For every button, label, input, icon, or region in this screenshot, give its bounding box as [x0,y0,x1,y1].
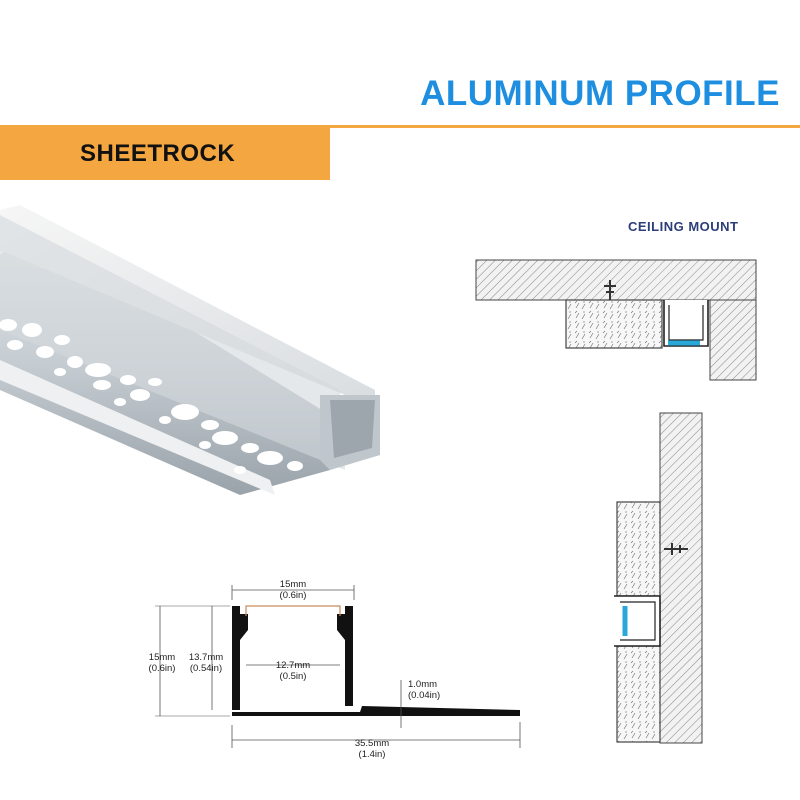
dim-inner-height-mm: 13.7mm [189,652,223,663]
dim-total-width-in: (1.4in) [359,749,386,760]
ceiling-mount-diagram [475,259,757,381]
cross-section-drawing [155,585,521,748]
orange-divider [0,125,800,128]
dim-thickness-in: (0.04in) [408,690,440,701]
page-title: ALUMINUM PROFILE [420,74,780,113]
ceiling-mount-label: CEILING MOUNT [628,219,739,234]
dim-height-mm: 15mm [149,652,175,663]
dim-inner-width-in: (0.5in) [280,671,307,682]
dim-thickness-mm: 1.0mm [408,679,437,690]
dim-inner-height-in: (0.54in) [190,663,222,674]
perforation-holes [0,319,303,474]
category-tag-label: SHEETROCK [80,140,236,167]
dim-height-in: (0.6in) [149,663,176,674]
category-tag: SHEETROCK [0,128,330,180]
dim-total-width-mm: 35.5mm [355,738,389,749]
dim-top-width-mm: 15mm [280,579,306,590]
wall-mount-diagram [614,412,703,744]
profile-3d-render [0,205,380,495]
dim-inner-width-mm: 12.7mm [276,660,310,671]
dim-top-width-in: (0.6in) [280,590,307,601]
